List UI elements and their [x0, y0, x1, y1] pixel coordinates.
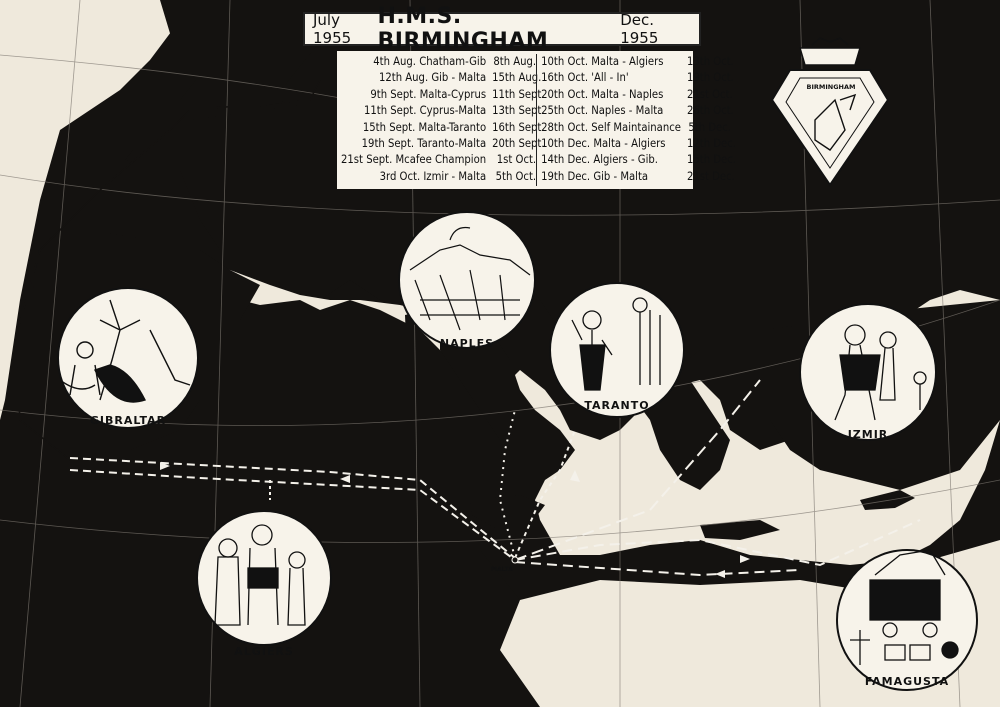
schedule-row: 10th Dec. Malta - Algiers 12th Dec. — [541, 136, 736, 152]
schedule-row: 11th Sept. Cyprus-Malta 13th Sept. — [341, 103, 545, 119]
schedule-row: 10th Oct. Malta - Algiers 13th Oct. — [541, 54, 734, 70]
schedule-arrival: 15th Aug. — [492, 71, 542, 85]
schedule-route: 3rd Oct. Izmir - Malta — [379, 169, 487, 183]
schedule-arrival: 16th Sept. — [492, 120, 545, 134]
schedule-row: 9th Sept. Malta-Cyprus 11th Sept. — [341, 87, 545, 103]
port-label-famagusta: FAMAGUSTA — [864, 675, 950, 688]
schedule-arrival: 20th Sept. — [492, 137, 545, 151]
schedule-route: 19th Sept. Taranto-Malta — [361, 137, 487, 151]
atlantic-route-arrows — [24, 150, 135, 292]
schedule-row: 16th Oct. 'All - In' 19th Oct. — [541, 70, 734, 86]
cyprus-land — [860, 490, 915, 510]
schedule-route: 10th Dec. Malta - Algiers — [541, 137, 666, 151]
schedule-arrival: 21st Oct. — [686, 87, 733, 101]
start-date: July 1955 — [313, 11, 352, 47]
schedule-row: 19th Sept. Taranto-Malta 20th Sept. — [341, 136, 545, 152]
schedule-route: 21st Sept. Mcafee Champion — [341, 153, 487, 167]
voyage-schedule: 4th Aug. Chatham-Gib 8th Aug. 12th Aug. G… — [337, 51, 736, 189]
schedule-arrival: 12th Dec. — [686, 137, 736, 151]
schedule-route: 25th Oct. Naples - Malta — [541, 104, 664, 118]
schedule-route: 9th Sept. Malta-Cyprus — [370, 87, 487, 101]
schedule-arrival: 11th Sept. — [492, 87, 545, 101]
ship-name: H.M.S. BIRMINGHAM — [377, 4, 549, 54]
schedule-row: 12th Aug. Gib - Malta 15th Aug. — [341, 70, 542, 86]
schedule-arrival: 13th Oct. — [686, 55, 734, 68]
schedule-row: 4th Aug. Chatham-Gib 8th Aug. — [341, 54, 536, 70]
port-vignette-izmir — [799, 303, 937, 441]
schedule-arrival: 1st Oct. — [496, 153, 537, 167]
schedule-route: 15th Sept. Malta-Taranto — [362, 120, 487, 134]
schedule-route: 12th Aug. Gib - Malta — [378, 71, 487, 85]
route-arrows — [160, 462, 750, 578]
schedule-row: 14th Dec. Algiers - Gib. 15th Dec. — [541, 152, 736, 168]
schedule-arrival: 8th Aug. — [493, 55, 537, 68]
schedule-row: 15th Sept. Malta-Taranto 16th Sept. — [341, 120, 545, 136]
route-lines — [14, 79, 921, 577]
schedule-row: 28th Oct. Self Maintainance 5th Dec. — [541, 120, 731, 136]
port-vignette-taranto — [549, 282, 685, 418]
schedule-row: 3rd Oct. Izmir - Malta 5th Oct. — [341, 169, 537, 185]
schedule-arrival: 5th Oct. — [495, 169, 537, 183]
port-vignette-algiers — [196, 510, 332, 646]
britain-land — [160, 0, 330, 110]
title-bar: July 1955 H.M.S. BIRMINGHAM Dec. 1955 — [303, 4, 701, 54]
atlantic-ocean — [0, 0, 180, 420]
port-vignette-gibraltar — [57, 287, 199, 429]
schedule-row: 19th Dec. Gib - Malta 21st Dec. — [541, 169, 735, 185]
schedule-route: 4th Aug. Chatham-Gib — [373, 55, 487, 68]
schedule-row: 25th Oct. Naples - Malta 26th Oct. — [541, 103, 734, 119]
italy-land — [440, 300, 575, 500]
malta-label: MALTA — [491, 566, 513, 573]
schedule-arrival: 5th Dec. — [688, 120, 731, 134]
sicily-land — [470, 495, 545, 528]
schedule-row: 21st Sept. Mcafee Champion 1st Oct. — [341, 152, 536, 168]
schedule-arrival: 19th Oct. — [686, 71, 734, 85]
port-label-naples: NAPLES — [439, 337, 495, 350]
sardinia-land — [395, 345, 425, 430]
malta-marker — [511, 556, 519, 564]
schedule-route: 28th Oct. Self Maintainance — [541, 120, 681, 134]
port-label-algiers: ALGIERS — [234, 645, 294, 658]
schedule-arrival: 26th Oct. — [686, 104, 734, 118]
schedule-arrival: 13th Sept. — [492, 104, 545, 118]
schedule-arrival: 21st Dec. — [686, 169, 735, 183]
port-label-izmir: IZMIR — [847, 428, 889, 441]
schedule-route: 20th Oct. Malta - Naples — [541, 87, 664, 101]
schedule-row: 20th Oct. Malta - Naples 21st Oct. — [541, 87, 733, 103]
ship-crest — [770, 37, 890, 187]
schedule-route: 14th Dec. Algiers - Gib. — [541, 153, 658, 167]
port-vignette-naples — [398, 211, 536, 349]
schedule-arrival: 15th Dec. — [686, 153, 736, 167]
crest-name: BIRMINGHAM — [806, 83, 856, 91]
port-vignette-famagusta — [836, 549, 978, 691]
crete-land — [700, 520, 780, 540]
mediterranean-sea — [195, 265, 1000, 565]
port-label-gibraltar: GIBRALTAR — [89, 414, 167, 427]
schedule-route: 16th Oct. 'All - In' — [541, 71, 629, 85]
port-label-taranto: TARANTO — [584, 399, 650, 412]
end-date: Dec. 1955 — [620, 11, 659, 47]
schedule-route: 19th Dec. Gib - Malta — [541, 169, 649, 183]
schedule-column-right: 10th Oct. Malta - Algiers 13th Oct. 16th … — [536, 54, 736, 186]
schedule-route: 10th Oct. Malta - Algiers — [541, 55, 664, 68]
schedule-route: 11th Sept. Cyprus-Malta — [363, 104, 487, 118]
schedule-column-left: 4th Aug. Chatham-Gib 8th Aug. 12th Aug. G… — [341, 54, 545, 186]
